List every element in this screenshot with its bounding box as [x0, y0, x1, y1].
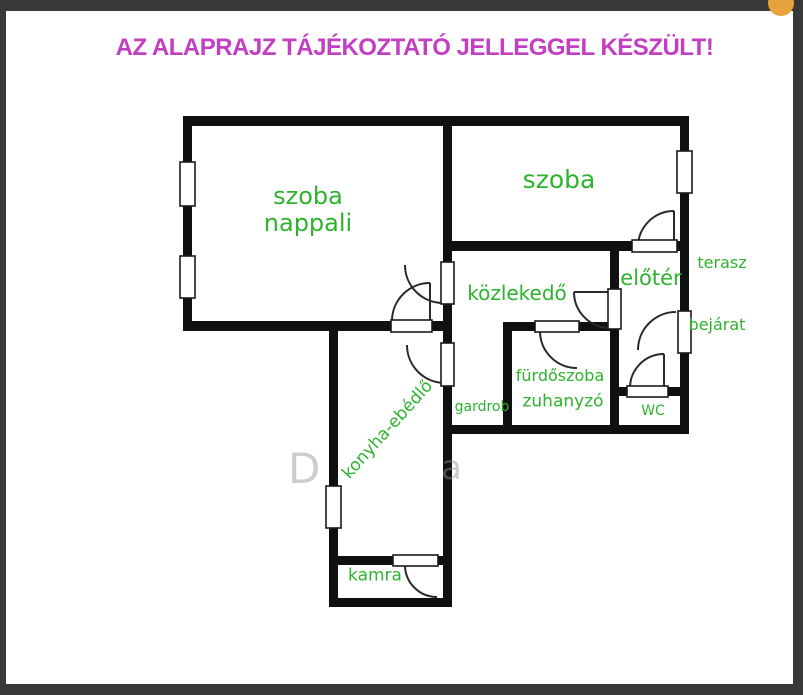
wall-konyha-left [329, 321, 338, 607]
door-panel-icon [440, 342, 455, 387]
page-frame-bottom [0, 684, 803, 695]
wall-eloter-left [610, 241, 619, 434]
door-panel-icon [631, 239, 678, 253]
door-panel-icon [392, 554, 439, 567]
room-label-bejarat: bejárat [688, 315, 746, 335]
window-icon [676, 150, 693, 194]
page-frame-top [0, 0, 803, 11]
wall-kamra-top [329, 556, 452, 565]
page-frame-left [0, 0, 6, 695]
wall-middle-bottom [443, 425, 689, 434]
door-arc-icon [404, 564, 438, 598]
windows [179, 150, 693, 529]
door-arc-icon [404, 264, 444, 304]
wall-kamra-bottom [329, 598, 452, 607]
door-arc-icon [391, 282, 431, 322]
window-icon [179, 161, 196, 207]
room-label-eloter: előtér [620, 266, 682, 291]
page-frame-right [793, 0, 803, 695]
room-label-terasz: terasz [697, 253, 747, 273]
door-panel-icon [390, 319, 433, 333]
door-panel-icon [626, 385, 669, 398]
door-arc-icon [637, 311, 677, 351]
wall-outer-right [680, 116, 689, 434]
room-label-nappali: szoba nappali [264, 183, 352, 237]
room-label-line: nappali [263, 209, 353, 237]
door-panel-icon [534, 320, 580, 333]
wall-outer-left [183, 116, 192, 331]
door-arc-icon [573, 291, 611, 329]
orange-badge-icon [768, 0, 794, 16]
window-icon [179, 255, 196, 299]
walls [183, 116, 689, 607]
door-panel-icon [440, 261, 455, 305]
watermark-letter: D [288, 444, 321, 493]
wall-szoba-bottom [443, 241, 689, 251]
room-label-zuhanyzo: zuhanyzó [522, 391, 604, 412]
room-label-szoba: szoba [522, 165, 596, 194]
door-arc-icon [406, 344, 446, 384]
room-label-kozlekedo: közlekedő [467, 280, 567, 305]
room-label-furdoszoba: fürdőszoba [515, 366, 605, 386]
room-label-gardrob: gardrob [454, 399, 510, 416]
wall-furdoszoba-left [503, 322, 512, 434]
plan-disclaimer-title: AZ ALAPRAJZ TÁJÉKOZTATÓ JELLEGGEL KÉSZÜL… [115, 34, 714, 61]
door-arc-icon [539, 330, 578, 369]
wall-outer-top [183, 116, 689, 126]
door-panels [390, 239, 692, 567]
room-label-line: szoba [273, 182, 343, 211]
room-label-wc: WC [641, 403, 665, 420]
door-arc-icon [629, 353, 665, 389]
door-panel-icon [607, 288, 622, 330]
wall-nappali-bottom [183, 321, 452, 331]
watermark-letter: a [441, 448, 462, 488]
window-icon [325, 485, 342, 529]
room-label-kamra: kamra [348, 565, 402, 586]
door-panel-icon [677, 310, 692, 354]
